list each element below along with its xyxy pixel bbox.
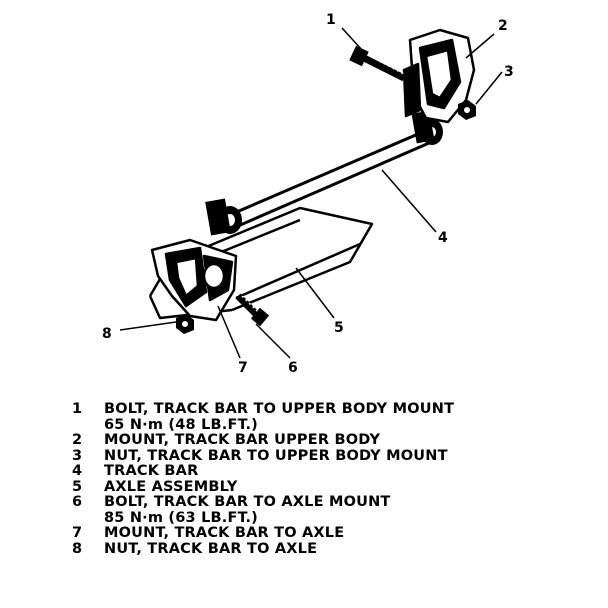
legend-item-5: 5 AXLE ASSEMBLY — [64, 478, 594, 496]
legend-number: 5 — [72, 478, 83, 495]
legend-description: MOUNT, TRACK BAR UPPER BODY — [104, 432, 381, 448]
axle-mount — [150, 238, 238, 322]
legend-item-4: 4 TRACK BAR — [64, 463, 594, 480]
legend-number: 7 — [72, 525, 83, 541]
legend-description: BOLT, TRACK BAR TO AXLE MOUNT — [104, 494, 391, 510]
callout-6: 6 — [288, 360, 298, 376]
callout-2: 2 — [498, 18, 508, 34]
legend-number: 1 — [72, 401, 83, 417]
legend-item-8: 8 NUT, TRACK BAR TO AXLE — [64, 540, 594, 558]
legend-description: TRACK BAR — [104, 463, 199, 479]
callout-5: 5 — [334, 320, 344, 336]
callout-8: 8 — [102, 326, 112, 342]
parts-legend: 1 BOLT, TRACK BAR TO UPPER BODY MOUNT 65… — [64, 401, 594, 558]
upper-bolt — [349, 45, 406, 82]
legend-number: 2 — [72, 432, 83, 448]
callout-3: 3 — [504, 64, 514, 80]
lower-nut — [176, 314, 194, 334]
legend-description: MOUNT, TRACK BAR TO AXLE — [104, 525, 345, 541]
callout-1: 1 — [326, 12, 336, 28]
legend-torque-spec: 65 N·m (48 LB.FT.) — [104, 416, 259, 433]
legend-description: AXLE ASSEMBLY — [104, 478, 238, 495]
track-bar-diagram: 1 2 3 4 5 6 7 8 — [102, 12, 514, 376]
callout-7: 7 — [238, 360, 248, 376]
legend-description: BOLT, TRACK BAR TO UPPER BODY MOUNT — [104, 401, 455, 417]
legend-torque-spec: 85 N·m (63 LB.FT.) — [104, 509, 259, 526]
callout-4: 4 — [438, 230, 448, 246]
legend-description: NUT, TRACK BAR TO AXLE — [104, 540, 318, 557]
upper-nut — [458, 100, 476, 120]
legend-description: NUT, TRACK BAR TO UPPER BODY MOUNT — [104, 447, 448, 464]
legend-item-2: 2 MOUNT, TRACK BAR UPPER BODY — [64, 432, 594, 449]
legend-item-7: 7 MOUNT, TRACK BAR TO AXLE — [64, 525, 594, 542]
leader-lines — [119, 27, 503, 359]
upper-body-mount — [402, 28, 476, 124]
legend-number: 4 — [72, 463, 83, 479]
legend-item-6: 6 BOLT, TRACK BAR TO AXLE MOUNT 85 N·m (… — [64, 494, 594, 526]
lower-bolt — [235, 293, 270, 327]
legend-item-3: 3 NUT, TRACK BAR TO UPPER BODY MOUNT — [64, 447, 594, 465]
legend-number: 8 — [72, 540, 83, 557]
track-bar — [205, 110, 443, 236]
legend-number: 3 — [72, 447, 83, 464]
legend-item-1: 1 BOLT, TRACK BAR TO UPPER BODY MOUNT 65… — [64, 401, 594, 433]
legend-number: 6 — [72, 494, 83, 510]
